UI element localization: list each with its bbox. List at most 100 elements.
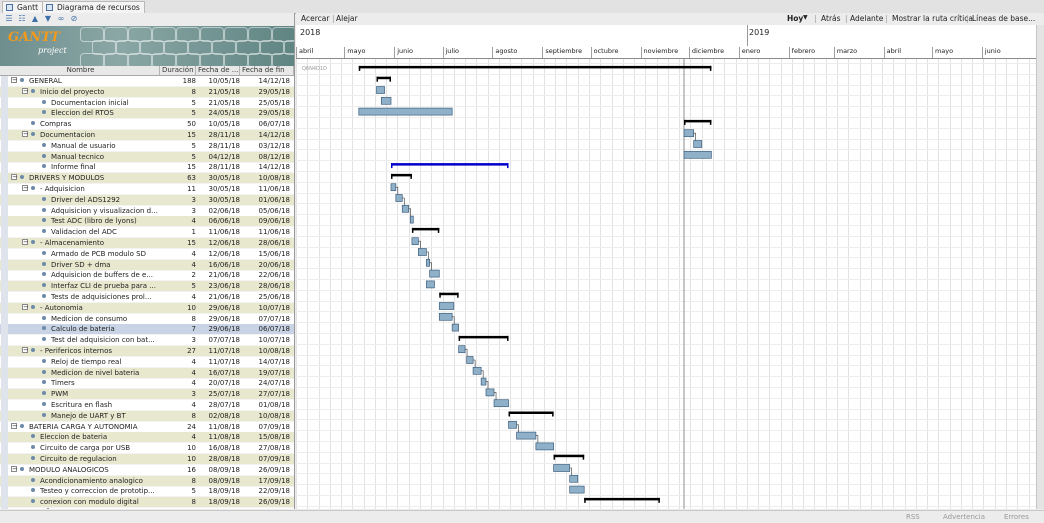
task-bar[interactable] [553,464,571,472]
summary-bar[interactable] [376,76,391,80]
down-arrow-icon[interactable]: ▼ [44,14,52,23]
task-bar[interactable] [409,215,414,224]
tab-1[interactable]: Diagrama de recursos [42,1,145,13]
task-bar[interactable] [569,485,585,494]
back-button[interactable]: Atrás [821,14,841,23]
task-bar[interactable] [418,248,427,256]
summary-bar[interactable] [390,163,509,166]
summary-bar[interactable] [508,411,554,415]
column-name[interactable]: Nombre [0,66,160,75]
collapse-icon[interactable]: − [22,86,29,95]
task-bar[interactable] [480,377,487,386]
task-bar[interactable] [429,269,440,278]
critical-path-button[interactable]: Mostrar la ruta crítica [892,14,973,23]
today-button[interactable]: Hoy [787,14,804,23]
task-bar[interactable] [535,442,554,451]
task-bar[interactable] [438,302,455,310]
chevron-down-icon[interactable]: ▼ [803,14,808,21]
collapse-icon[interactable]: − [22,346,29,354]
gantt-chart-area[interactable]: Q6N4D1D [296,59,1036,509]
task-bar[interactable] [493,399,509,408]
task-bar[interactable] [458,345,466,354]
warnings-label[interactable]: Advertencia [943,513,986,521]
task-bar[interactable] [683,150,712,159]
task-bar[interactable] [472,366,482,375]
errors-label[interactable]: Errores [1004,513,1029,521]
list-icon[interactable]: ☰ [5,14,13,23]
summary-bar[interactable] [358,65,712,69]
zoom-out-button[interactable]: Alejar [336,14,358,23]
summary-bar[interactable] [553,454,585,458]
unlink-icon[interactable]: ⊘ [70,14,78,23]
task-bar[interactable] [683,129,695,138]
link-icon[interactable]: ∞ [57,14,65,23]
task-bar[interactable] [426,280,435,289]
collapse-icon[interactable]: − [22,238,29,246]
summary-bar[interactable] [458,335,509,339]
task-bar[interactable] [426,258,430,267]
task-bar[interactable] [411,237,419,246]
summary-bar[interactable] [390,173,412,177]
task-bar[interactable] [401,204,410,213]
task-bar[interactable] [451,323,459,332]
task-bar[interactable] [376,86,385,94]
list-indent-icon[interactable]: ☷ [18,14,26,23]
column-end[interactable]: Fecha de fin [240,66,294,75]
summary-bar[interactable] [439,292,459,296]
summary-bar[interactable] [411,227,440,231]
zoom-in-button[interactable]: Acercar [301,14,330,23]
task-bar[interactable] [438,312,453,321]
column-duration[interactable]: Duración [160,66,196,75]
chart-scrollbar[interactable] [1036,25,1044,509]
collapse-icon[interactable]: − [22,302,29,311]
baseline-button[interactable]: Líneas de base... [972,14,1036,23]
up-arrow-icon[interactable]: ▲ [31,14,39,23]
collapse-icon[interactable]: − [22,184,29,192]
task-bar[interactable] [466,356,474,364]
task-bar[interactable] [390,183,397,192]
task-row[interactable]: −DISEÑO DE PCB4027/09/1812/11/18 [0,508,294,510]
collapse-icon[interactable]: − [11,421,18,430]
summary-bar[interactable] [684,119,712,123]
collapse-icon[interactable]: − [11,76,18,84]
task-bar[interactable] [395,194,403,202]
task-bar[interactable] [358,107,453,116]
